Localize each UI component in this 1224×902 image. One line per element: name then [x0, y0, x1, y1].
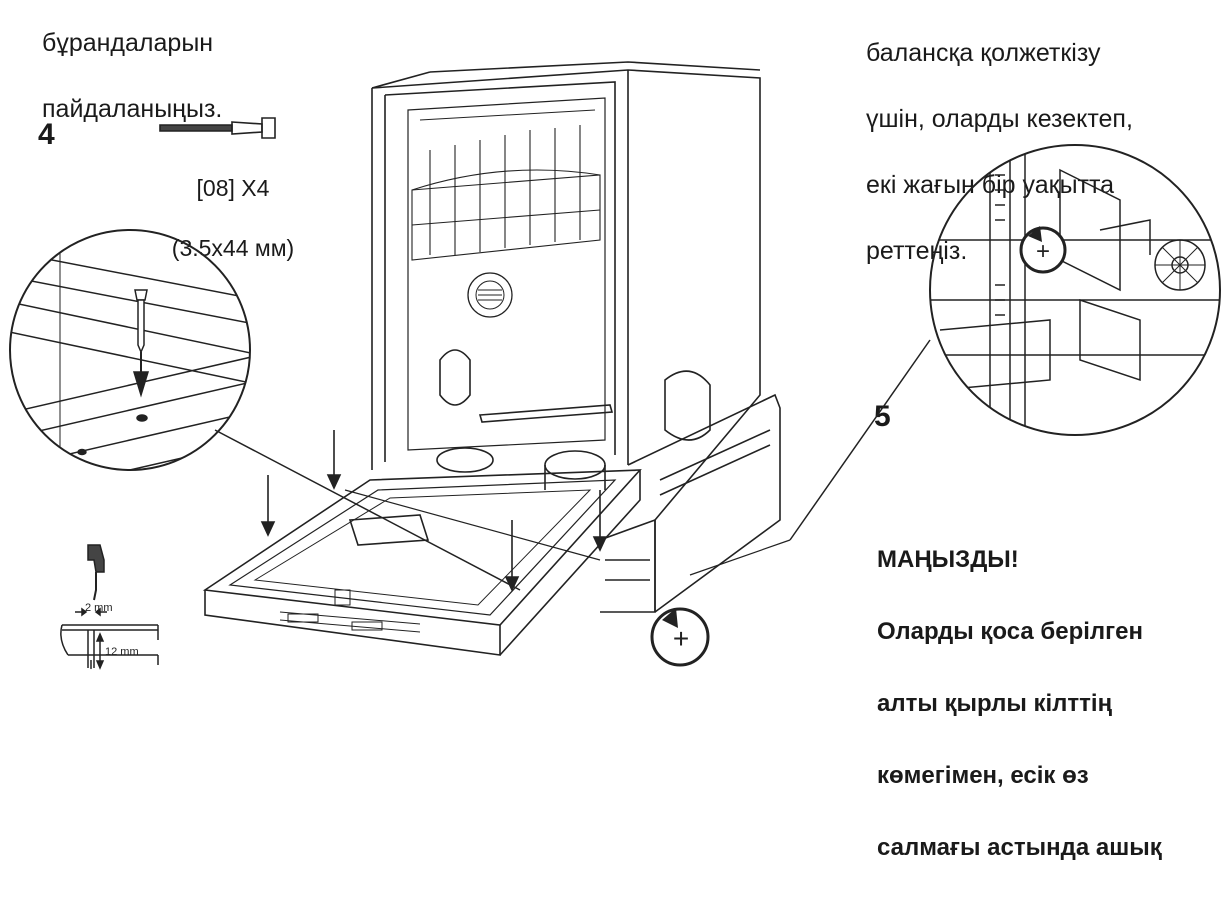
- callout-line: [214, 429, 521, 591]
- drill-depth-label: 12 mm: [105, 646, 139, 658]
- magnified-hinge-detail: +: [929, 144, 1221, 436]
- instruction-line: бұрандаларын: [42, 29, 214, 57]
- rotate-icon: +: [650, 607, 710, 667]
- rotate-symbol: +: [1036, 238, 1050, 265]
- important-line: алты қырлы кілттің: [877, 690, 1113, 717]
- important-line: салмағы астында ашық: [877, 834, 1162, 861]
- rotate-icon: +: [1019, 226, 1067, 274]
- instruction-line: пайдаланыңыз.: [42, 95, 223, 123]
- drill-icon: [87, 544, 105, 601]
- door-screws: [260, 430, 608, 592]
- instruction-text-right: балансқа қолжеткізу үшін, оларды кезекте…: [866, 4, 1133, 301]
- screw-icon: [132, 289, 150, 398]
- step-number-5: 5: [874, 400, 891, 433]
- instruction-text-left: бұрандаларын пайдаланыңыз.: [42, 0, 222, 159]
- screw-code: [08] X4: [196, 175, 270, 201]
- dishwasher-unit: [371, 61, 781, 613]
- important-line: Оларды қоса берілген: [877, 618, 1144, 645]
- rotate-symbol: +: [673, 623, 689, 654]
- screw-spec: [08] X4 (3.5x44 мм): [158, 143, 308, 293]
- instruction-line: реттеңіз.: [866, 237, 968, 265]
- instruction-line: екі жағын бір уақытта: [866, 171, 1115, 199]
- magnified-corner-detail: [9, 229, 251, 471]
- screw-size: (3.5x44 мм): [171, 235, 295, 261]
- screw-icon: [159, 117, 276, 139]
- drill-depth-detail: [60, 544, 159, 670]
- step-number-4: 4: [38, 118, 55, 151]
- important-heading: МАҢЫЗДЫ!: [877, 546, 1019, 573]
- dishwasher-door: [202, 469, 642, 656]
- drill-width-label: 2 mm: [85, 602, 113, 614]
- callout-line: [789, 339, 931, 541]
- installation-illustration: + + 2 mm 12 mm: [9, 61, 1221, 670]
- instruction-line: балансқа қолжеткізу: [866, 39, 1101, 67]
- important-line: көмегімен, есік өз: [877, 762, 1089, 789]
- instruction-line: үшін, оларды кезектеп,: [866, 105, 1133, 133]
